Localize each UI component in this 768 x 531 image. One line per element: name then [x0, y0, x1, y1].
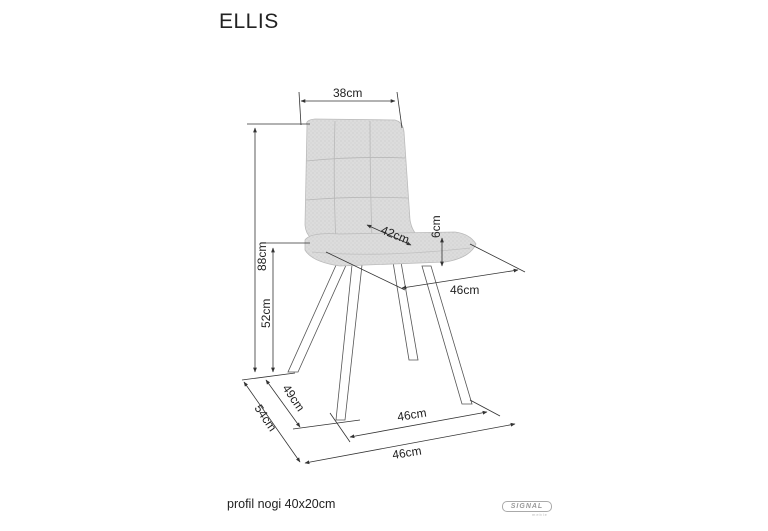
label-seat-width: 46cm — [450, 283, 479, 297]
leg-profile-note: profil nogi 40x20cm — [227, 497, 336, 511]
label-backrest-width: 38cm — [333, 86, 362, 100]
signal-logo: SIGNAL meble — [502, 501, 552, 517]
leg-back-left — [287, 262, 348, 373]
leg-front-right — [421, 265, 473, 405]
label-total-depth: 54cm — [252, 402, 280, 434]
logo-subtitle: meble — [532, 512, 548, 517]
logo-badge: SIGNAL — [502, 501, 552, 512]
leg-front-left — [335, 264, 363, 421]
label-leg-depth: 49cm — [280, 382, 308, 414]
chair-backrest — [304, 118, 422, 247]
chair-legs — [287, 261, 473, 421]
label-total-width: 46cm — [391, 444, 422, 462]
product-title: ELLIS — [219, 10, 279, 33]
label-total-height: 88cm — [255, 242, 269, 271]
label-seat-height: 52cm — [259, 299, 273, 328]
label-seat-thickness: 6cm — [429, 215, 443, 238]
label-leg-width: 46cm — [396, 406, 427, 424]
leg-back-right — [392, 261, 419, 361]
